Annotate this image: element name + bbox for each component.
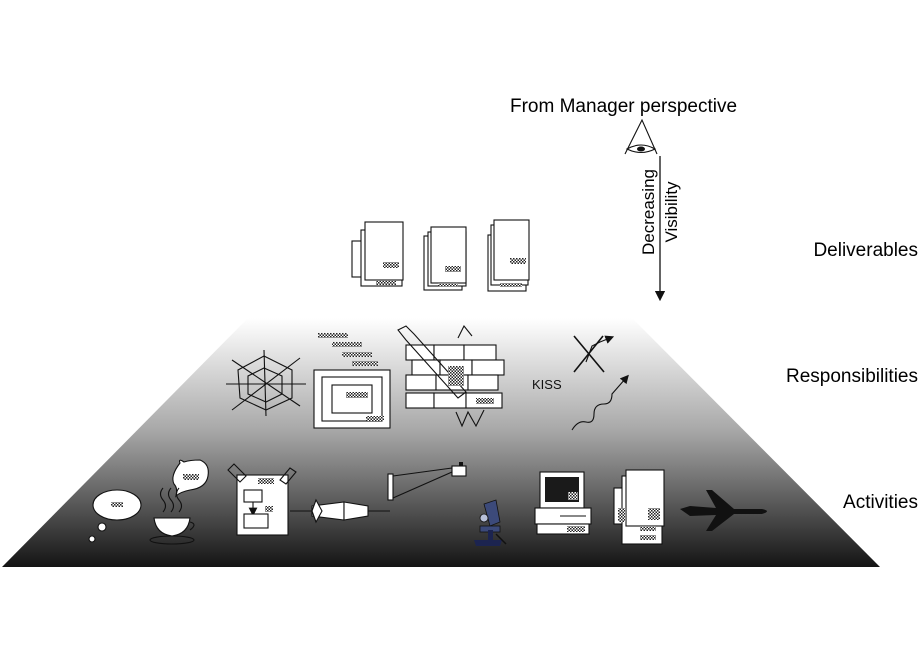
- brick-wall-icon: [397, 324, 505, 428]
- document-stack-icon: [423, 226, 467, 291]
- level-deliverables: Deliverables: [813, 240, 918, 261]
- spider-web-icon: [226, 349, 306, 417]
- thought-bubble-icon: [88, 489, 142, 543]
- kiss-label: KISS: [532, 377, 562, 392]
- level-activities: Activities: [843, 492, 918, 513]
- eye-icon: [624, 118, 658, 155]
- squiggle-arrow-icon: [571, 374, 629, 431]
- flowchart-board-icon: [227, 463, 297, 536]
- speech-bubble-icon: [172, 459, 209, 498]
- decreasing-label: Decreasing: [639, 169, 658, 255]
- coffee-cup-icon: [149, 487, 195, 545]
- projector-icon: [387, 462, 467, 501]
- document-stack-icon: [351, 221, 404, 287]
- document-stack-icon: [613, 469, 665, 545]
- manager-perspective-label: From Manager perspective: [510, 96, 738, 117]
- level-responsibilities: Responsibilities: [785, 366, 918, 387]
- visibility-label: Visibility: [662, 181, 681, 243]
- nested-documents-icon: [313, 333, 391, 429]
- computer-icon: [534, 471, 592, 535]
- pipeline-icon: [290, 498, 390, 524]
- document-stack-icon: [487, 219, 530, 292]
- crossed-arrows-icon: [573, 335, 615, 373]
- airplane-icon: [680, 490, 767, 531]
- microscope-icon: [474, 499, 507, 546]
